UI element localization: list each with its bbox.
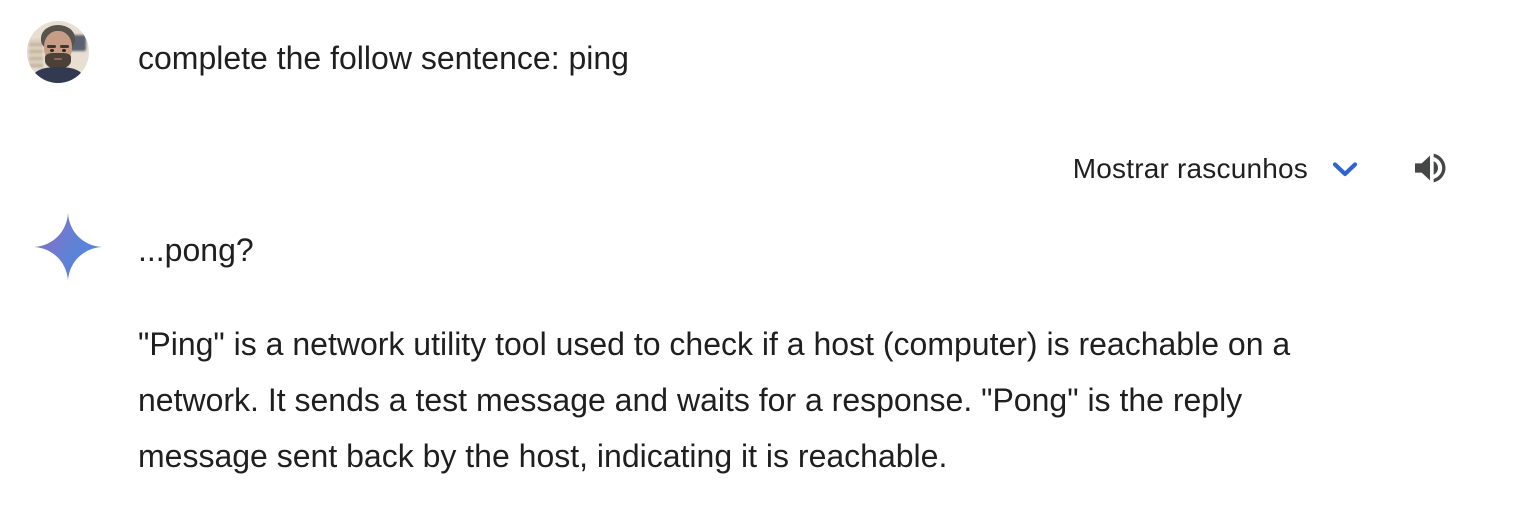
user-message-text: complete the follow sentence: ping	[138, 40, 629, 76]
avatar-brow	[60, 45, 69, 48]
show-drafts-button[interactable]: Mostrar rascunhos	[1073, 153, 1360, 185]
avatar-beard	[45, 53, 71, 69]
volume-icon	[1410, 148, 1450, 191]
show-drafts-label: Mostrar rascunhos	[1072, 153, 1308, 184]
read-aloud-button[interactable]	[1410, 148, 1450, 191]
avatar-eye	[62, 49, 66, 52]
user-avatar	[27, 21, 89, 83]
chevron-down-icon	[1330, 157, 1360, 181]
response-headline: ...pong?	[138, 232, 254, 268]
avatar-mouth	[54, 58, 62, 60]
drafts-bar: Mostrar rascunhos	[1073, 146, 1450, 192]
avatar-background	[29, 39, 43, 69]
gemini-sparkle-icon	[34, 213, 102, 281]
avatar-shirt	[33, 67, 83, 83]
avatar-brow	[47, 45, 56, 48]
response-body-text: "Ping" is a network utility tool used to…	[138, 326, 1291, 474]
avatar-eye	[50, 49, 54, 52]
